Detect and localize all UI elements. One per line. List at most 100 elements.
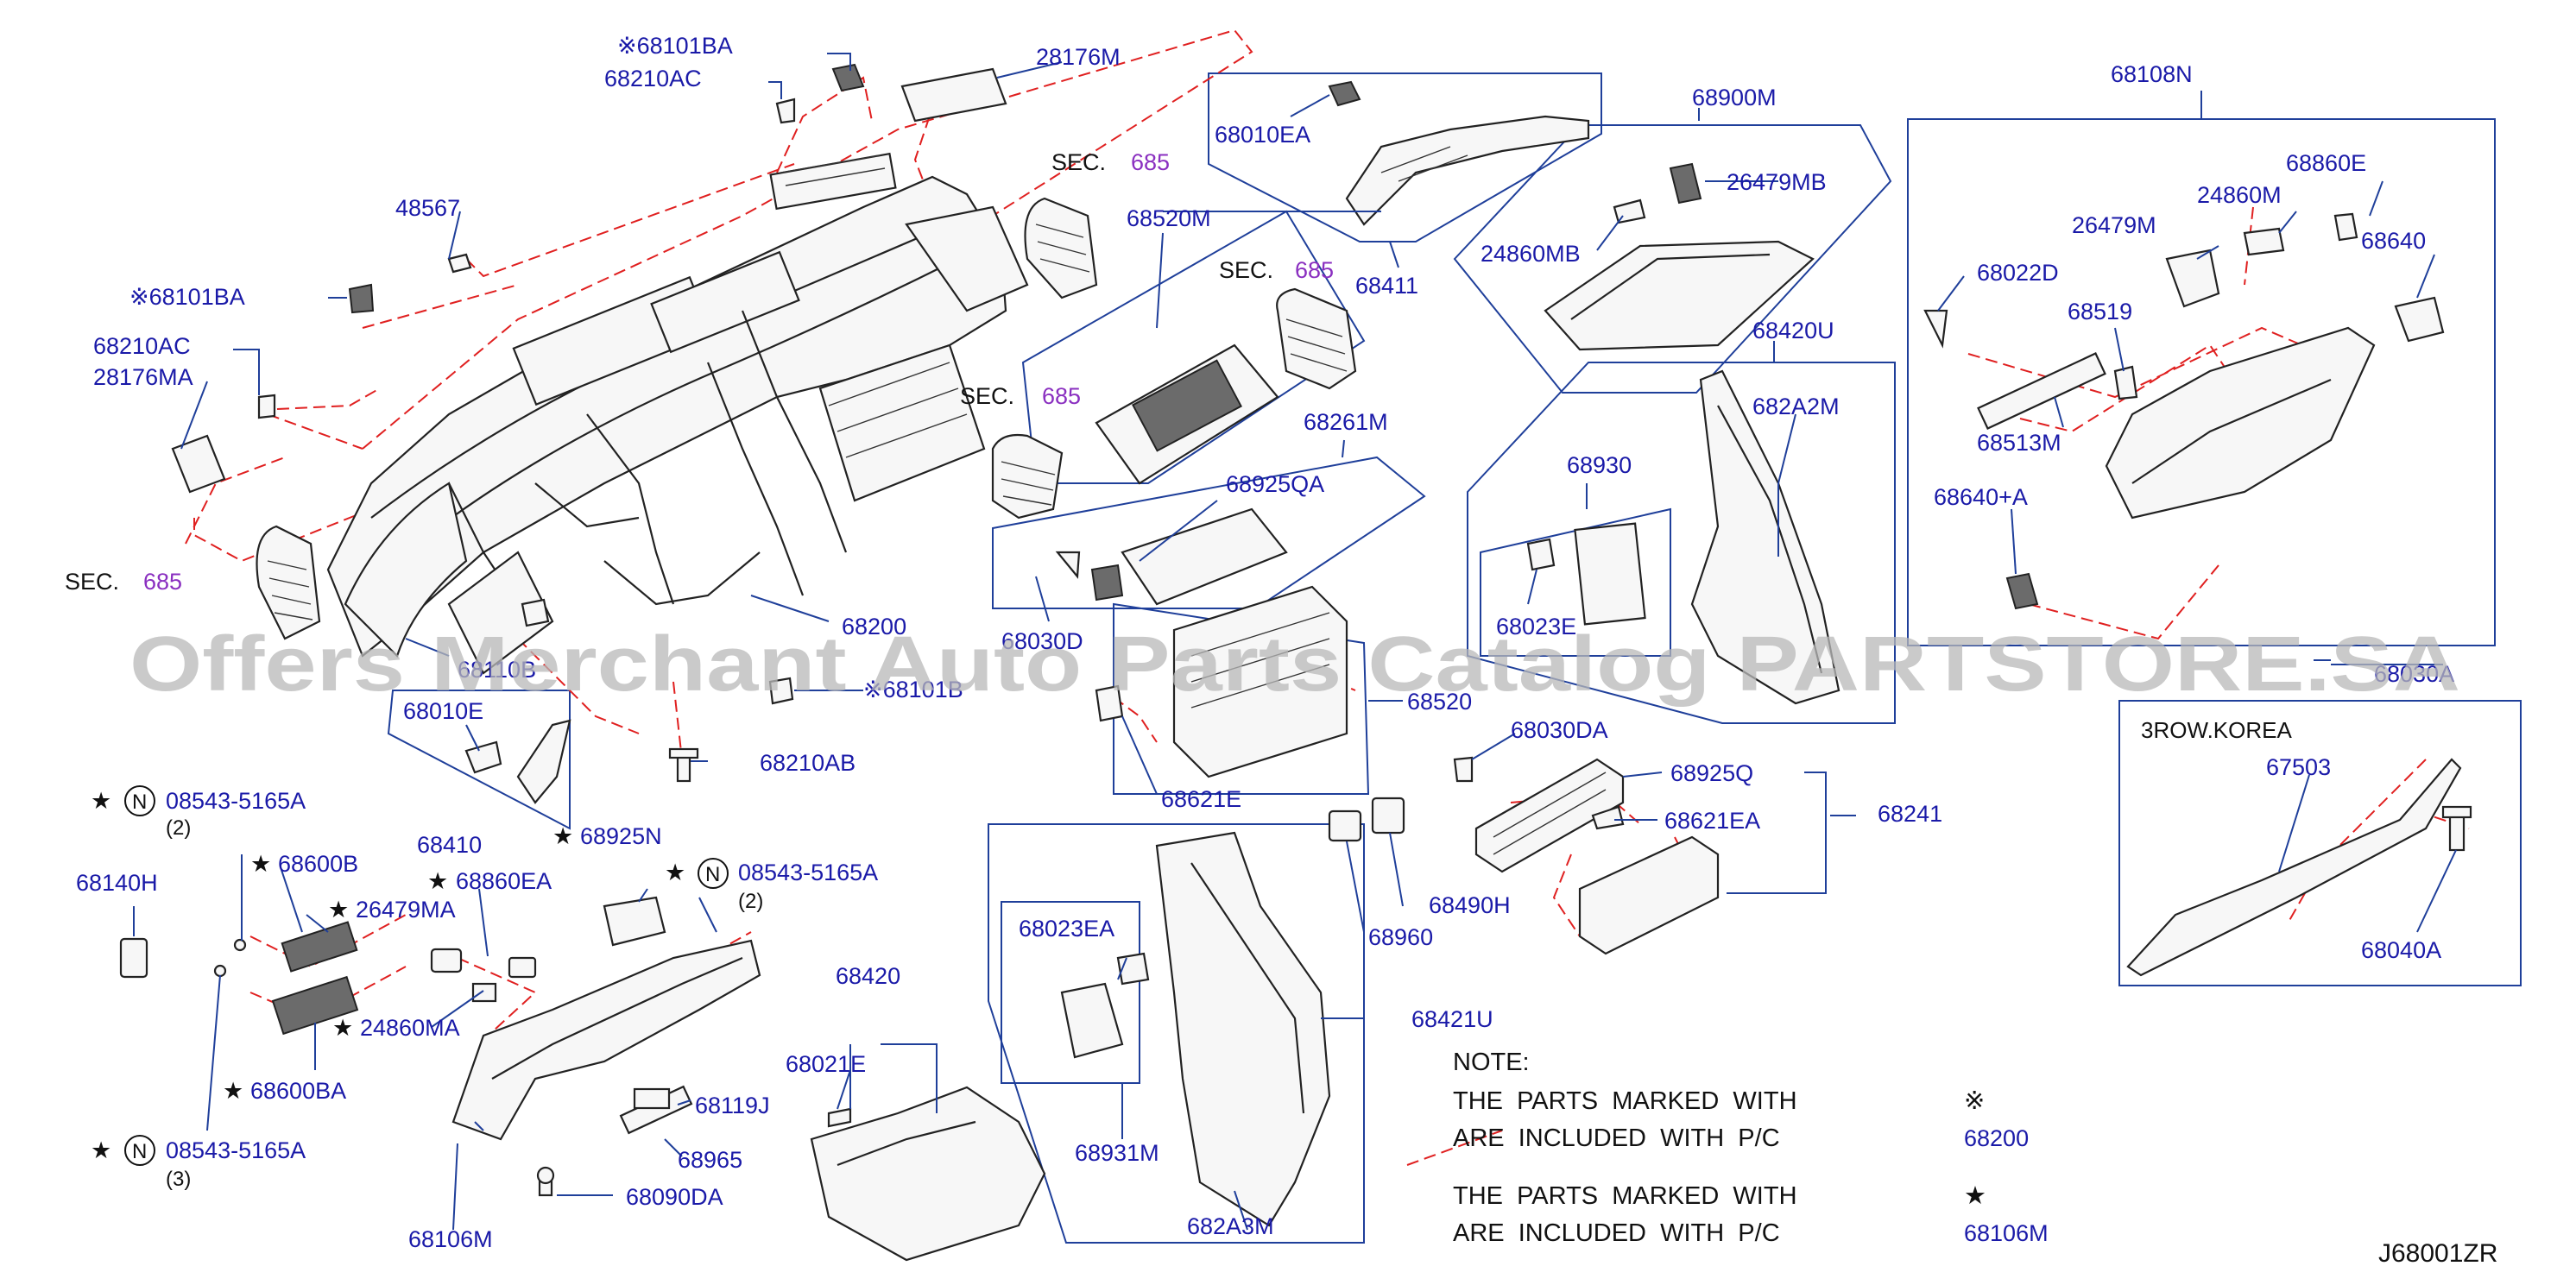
star-icon: ★: [91, 1137, 111, 1163]
box-68931M: [1001, 901, 1140, 1084]
label-68021E: 68021E: [786, 1051, 866, 1077]
label-68640: 68640: [2361, 228, 2426, 254]
sec-ref-number: 685: [1295, 257, 1334, 283]
label-26479MA: 26479MA: [356, 897, 456, 923]
part-top-small: [171, 63, 1007, 705]
label-68106M: 68106M: [408, 1226, 493, 1252]
label-682A3M: 682A3M: [1187, 1213, 1274, 1239]
leader-lines: [133, 53, 2457, 1231]
sec-ref-prefix: SEC.: [960, 383, 1014, 409]
notes-block: NOTE: THE PARTS MARKED WITH ※ ARE INCLUD…: [1453, 1049, 2049, 1247]
section-references: SEC. 685 SEC. 685 SEC. 685 SEC. 685: [65, 149, 1334, 595]
label-68925Q: 68925Q: [1670, 760, 1753, 786]
part-68420-cluster-lid: [810, 1086, 1046, 1262]
label-24860M: 24860M: [2197, 182, 2282, 208]
part-67503-korea: [2126, 758, 2472, 977]
star-icon: ★: [332, 1015, 353, 1041]
label-68421U: 68421U: [1411, 1006, 1493, 1032]
sec-ref-number: 685: [143, 569, 182, 595]
sec-ref-prefix: SEC.: [1051, 149, 1106, 175]
instrument-panel-68200: [326, 152, 1029, 675]
box-68411: [1208, 72, 1602, 243]
note-line-4: ARE INCLUDED WITH P/C: [1453, 1219, 1780, 1247]
part-68925QA-switch: [1055, 507, 1288, 606]
part-68900M-lid: [1544, 162, 1815, 351]
label-68010E: 68010E: [403, 698, 483, 724]
label-68965: 68965: [678, 1147, 742, 1173]
vent-mid-sec685: [1276, 287, 1357, 390]
label-68520M: 68520M: [1127, 205, 1211, 231]
star-icon: ★: [328, 897, 349, 923]
part-68108N-glovebox: [1923, 212, 2445, 610]
label-68040A: 68040A: [2361, 937, 2441, 963]
label-08543-right: 08543-5165A: [738, 860, 878, 885]
n-circle-letter: N: [705, 863, 720, 886]
label-68119J: 68119J: [695, 1093, 770, 1118]
label-68030D: 68030D: [1001, 628, 1083, 654]
label-68241: 68241: [1878, 801, 1942, 827]
label-68513M: 68513M: [1977, 430, 2061, 456]
part-68520M-display: [1095, 343, 1279, 485]
label-68860E: 68860E: [2286, 150, 2366, 176]
watermark: Offers Merchant Auto Parts Catalog PARTS…: [129, 621, 2460, 708]
part-68520-cluster: [1095, 585, 1348, 778]
label-68101B: ※68101B: [863, 677, 963, 702]
marker-symbols: ★ N ★ ★ ★ ★ ★ N ★ ★ ★ N: [91, 785, 729, 1166]
label-68090DA: 68090DA: [626, 1184, 723, 1210]
label-68022D: 68022D: [1977, 260, 2059, 286]
label-68101BA-top: ※68101BA: [617, 33, 733, 59]
label-68600BA: 68600BA: [250, 1078, 346, 1104]
label-68640A: 68640+A: [1934, 484, 2028, 510]
note-line-3: THE PARTS MARKED WITH: [1453, 1182, 1797, 1210]
n-circle-letter: N: [132, 1140, 147, 1163]
label-68210AC-left: 68210AC: [93, 333, 191, 359]
n-circle-letter: N: [132, 791, 147, 814]
note-line-2: ARE INCLUDED WITH P/C: [1453, 1124, 1780, 1152]
label-68860EA: 68860EA: [456, 868, 552, 894]
label-48567: 48567: [395, 195, 460, 221]
part-68421U-side-panel: [1060, 831, 1331, 1227]
label-68010EA: 68010EA: [1215, 122, 1310, 148]
box-68261M: [992, 456, 1426, 609]
label-68621E: 68621E: [1161, 786, 1241, 812]
star-icon: ★: [665, 860, 685, 885]
label-24860MA: 24860MA: [360, 1015, 460, 1041]
label-68210AB: 68210AB: [760, 750, 856, 776]
label-68520: 68520: [1407, 689, 1472, 715]
label-68519: 68519: [2068, 299, 2132, 324]
part-68410-finisher: [464, 719, 571, 804]
label-08543-top-qty: (2): [166, 816, 191, 840]
box-68420U: [1467, 362, 1896, 724]
label-68931M: 68931M: [1075, 1140, 1159, 1166]
label-68140H: 68140H: [76, 870, 158, 896]
label-68925N: 68925N: [580, 823, 662, 849]
label-korea-title: 3ROW.KOREA: [2141, 717, 2292, 743]
label-68200: 68200: [842, 614, 906, 639]
label-68023EA: 68023EA: [1019, 916, 1114, 942]
label-68210AC-top: 68210AC: [604, 66, 702, 91]
part-68241-bezel: [1453, 756, 1720, 955]
label-68490H: 68490H: [1429, 892, 1511, 918]
label-68420: 68420: [836, 963, 900, 989]
label-68600B: 68600B: [278, 851, 358, 877]
box-68930: [1480, 507, 1671, 657]
label-68110B: 68110B: [458, 657, 536, 683]
vent-lower-sec685: [991, 433, 1064, 520]
part-number-labels: ※68101BA 68210AC 28176M 48567 ※68101BA 6…: [76, 33, 2454, 1252]
label-68900M: 68900M: [1692, 85, 1777, 110]
label-24860MB: 24860MB: [1481, 241, 1581, 267]
box-68421U: [988, 823, 1365, 1244]
note-line-1: THE PARTS MARKED WITH: [1453, 1087, 1797, 1115]
sec-ref-prefix: SEC.: [1219, 257, 1273, 283]
part-68210AB-bolt: [668, 747, 699, 783]
label-68621EA: 68621EA: [1664, 808, 1760, 834]
note-symbol-2: ★: [1964, 1182, 1986, 1210]
diagram-code: J68001ZR: [2378, 1239, 2497, 1268]
note-symbol-1: ※: [1964, 1087, 1985, 1115]
sec-ref-number: 685: [1131, 149, 1170, 175]
label-68108N: 68108N: [2111, 61, 2193, 87]
star-icon: ★: [552, 823, 573, 849]
label-682A2M: 682A2M: [1752, 394, 1840, 419]
